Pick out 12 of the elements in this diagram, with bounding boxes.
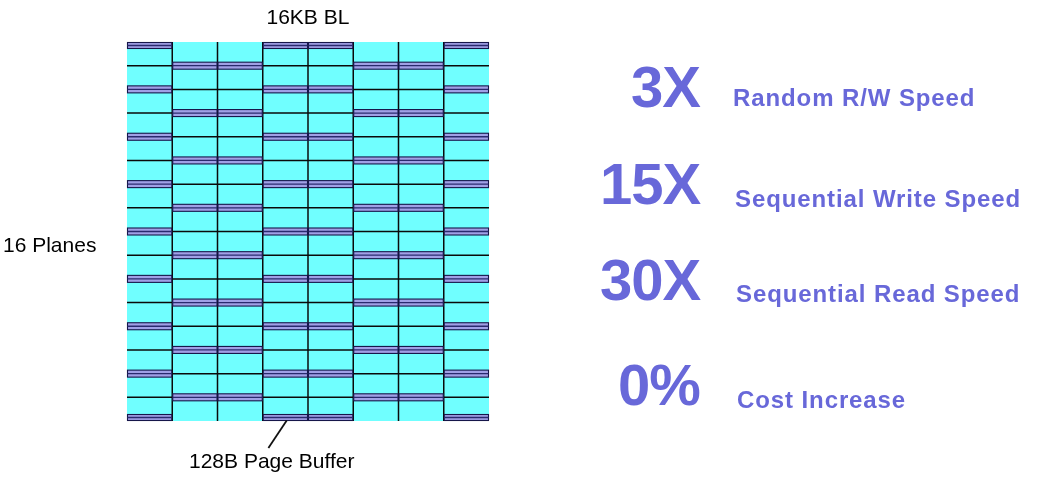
metric-caption: Sequential Write Speed — [735, 187, 1022, 211]
leader-line — [267, 419, 288, 449]
metric-value: 30X — [600, 251, 701, 309]
metric-value: 3X — [631, 58, 700, 116]
metric-value: 0% — [618, 356, 700, 414]
callout-label: 128B Page Buffer — [189, 448, 355, 474]
metric-value: 15X — [600, 155, 701, 213]
metric-caption: Cost Increase — [737, 388, 907, 412]
metric-caption: Sequential Read Speed — [736, 282, 1021, 306]
metric-caption: Random R/W Speed — [733, 86, 976, 110]
dimension-label: 16 Planes — [3, 232, 97, 258]
dimension-label: 16KB BL — [266, 4, 350, 30]
